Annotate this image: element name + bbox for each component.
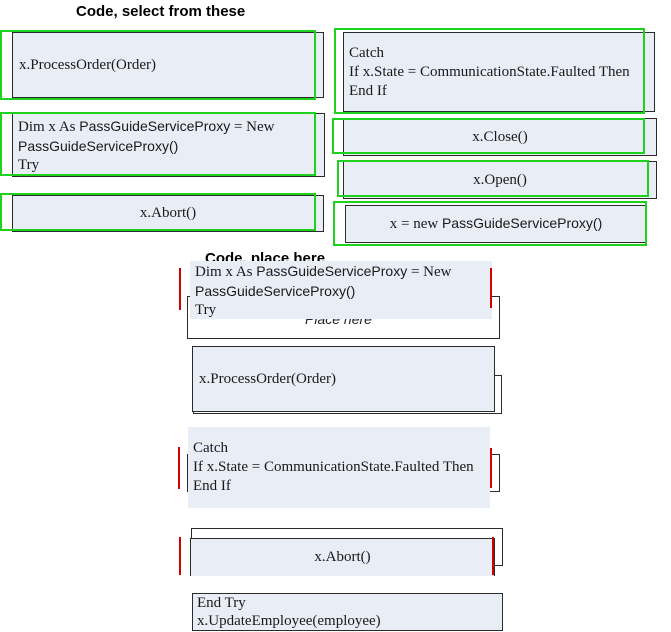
code-tile-label: x.ProcessOrder(Order) bbox=[199, 370, 337, 387]
selection-outline bbox=[337, 160, 649, 197]
drop-marker bbox=[179, 537, 181, 575]
placed-tile-abort[interactable]: x.Abort() bbox=[190, 538, 495, 576]
selection-outline bbox=[334, 28, 645, 114]
selection-outline bbox=[0, 193, 316, 231]
code-tile-label: x = new PassGuideServiceProxy() bbox=[389, 215, 603, 232]
drop-marker bbox=[178, 447, 180, 489]
code-line: Dim x As PassGuideServiceProxy = New bbox=[18, 118, 275, 135]
code-line: Dim x As PassGuideServiceProxy = New bbox=[195, 263, 452, 280]
code-line: PassGuideServiceProxy() bbox=[18, 138, 179, 154]
code-line: If x.State = CommunicationState.Faulted … bbox=[349, 64, 630, 80]
code-tile-label: x.Close() bbox=[472, 128, 528, 145]
code-tile-abort[interactable]: x.Abort() bbox=[12, 195, 324, 232]
drop-marker bbox=[490, 268, 492, 308]
code-tile-label: x.Abort() bbox=[139, 205, 197, 221]
code-tile-process-order[interactable]: x.ProcessOrder(Order) bbox=[12, 32, 324, 98]
code-tile-close[interactable]: x.Close() bbox=[343, 118, 657, 156]
fixed-code-footer: End Try x.UpdateEmployee(employee) bbox=[192, 593, 503, 631]
source-heading: Code, select from these bbox=[76, 3, 246, 20]
code-tile-catch[interactable]: Catch If x.State = CommunicationState.Fa… bbox=[343, 32, 655, 112]
placed-tile-process-order[interactable]: x.ProcessOrder(Order) bbox=[192, 346, 495, 412]
selection-outline bbox=[0, 112, 316, 176]
selection-outline bbox=[0, 30, 316, 100]
code-tile-label: x.Open() bbox=[473, 171, 527, 188]
code-tile-label: x.ProcessOrder(Order) bbox=[19, 56, 157, 73]
drop-marker bbox=[490, 448, 492, 488]
code-line: Catch bbox=[193, 440, 228, 456]
code-line: Try bbox=[195, 302, 217, 318]
code-line: Try bbox=[18, 157, 40, 173]
code-line: x.UpdateEmployee(employee) bbox=[197, 613, 381, 629]
placed-tile-dim-proxy[interactable]: Dim x As PassGuideServiceProxy = New Pas… bbox=[190, 261, 492, 319]
code-line: End If bbox=[193, 478, 231, 494]
code-tile-open[interactable]: x.Open() bbox=[343, 161, 657, 199]
drop-marker bbox=[179, 268, 181, 310]
code-tile-label: x.Abort() bbox=[314, 549, 371, 565]
code-line: PassGuideServiceProxy() bbox=[195, 283, 356, 299]
placed-tile-catch[interactable]: Catch If x.State = CommunicationState.Fa… bbox=[188, 427, 490, 508]
code-line: End Try bbox=[197, 595, 246, 611]
code-line: If x.State = CommunicationState.Faulted … bbox=[193, 459, 474, 475]
drop-marker bbox=[492, 537, 494, 575]
code-line: Catch bbox=[349, 45, 384, 61]
code-line: End If bbox=[349, 83, 387, 99]
selection-outline bbox=[333, 201, 647, 246]
selection-outline bbox=[332, 118, 645, 154]
code-tile-dim-proxy[interactable]: Dim x As PassGuideServiceProxy = New Pas… bbox=[12, 113, 325, 177]
code-tile-new-proxy[interactable]: x = new PassGuideServiceProxy() bbox=[345, 205, 647, 243]
